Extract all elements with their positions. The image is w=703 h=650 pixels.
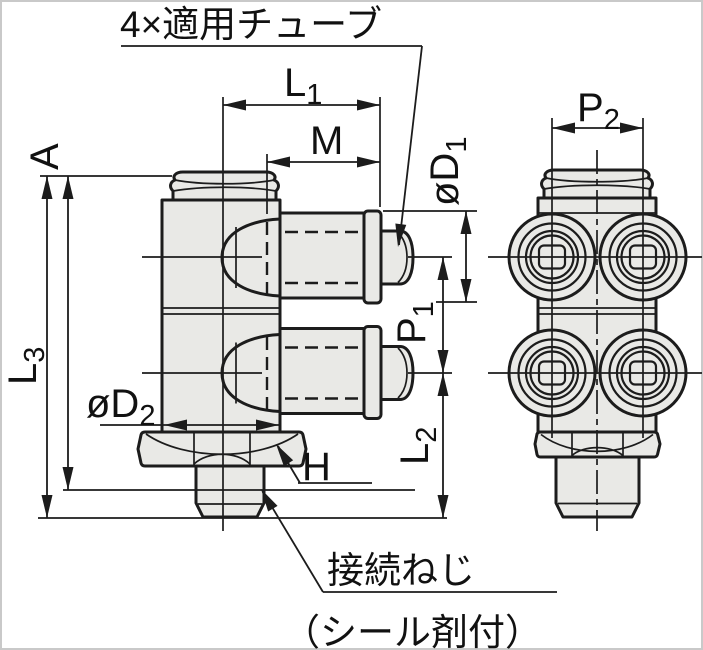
dimension-d1: øD1 xyxy=(383,137,477,303)
thread-stud xyxy=(194,464,266,519)
dim-label-d1: øD1 xyxy=(423,137,473,206)
dim-label-p2: P2 xyxy=(577,86,620,136)
hex-nut xyxy=(136,430,308,468)
top-cap xyxy=(169,170,280,202)
callout-applicable-tube: 4×適用チューブ xyxy=(120,4,423,248)
dimension-l2: L2 xyxy=(393,373,449,518)
dim-label-h: H xyxy=(302,445,331,489)
dim-label-l3: L3 xyxy=(1,347,51,385)
port1-body xyxy=(278,211,367,300)
dimension-d2: øD2 xyxy=(86,382,281,432)
right-view xyxy=(488,118,702,531)
left-view xyxy=(136,97,415,531)
dimension-l3: L3 xyxy=(1,176,53,518)
callout-tube-text: 4×適用チューブ xyxy=(120,4,382,45)
callout-thread-line1: 接続ねじ xyxy=(327,550,475,591)
port1-flange xyxy=(362,209,383,305)
dim-label-d2: øD2 xyxy=(86,382,155,432)
port2-flange xyxy=(362,325,383,420)
dimension-p2: P2 xyxy=(552,86,643,136)
callout-connection-thread: 接続ねじ （シール剤付） xyxy=(256,486,557,650)
dimension-p1: P1 xyxy=(390,256,452,374)
dimension-h: H xyxy=(271,441,372,489)
port2-body xyxy=(278,327,367,415)
callout-thread-line2: （シール剤付） xyxy=(283,612,542,650)
dimension-a: A xyxy=(23,143,74,490)
dimensions: L3 A L1 M xyxy=(1,61,643,519)
dim-label-m: M xyxy=(310,119,343,163)
dimension-l1: L1 xyxy=(223,61,381,207)
dim-label-l1: L1 xyxy=(284,61,322,111)
callouts: 4×適用チューブ 接続ねじ （シール剤付） xyxy=(120,4,557,650)
dimension-m: M xyxy=(265,119,380,413)
dim-label-p1: P1 xyxy=(390,301,440,344)
dim-label-l2: L2 xyxy=(393,427,443,465)
dim-label-a: A xyxy=(23,143,67,170)
